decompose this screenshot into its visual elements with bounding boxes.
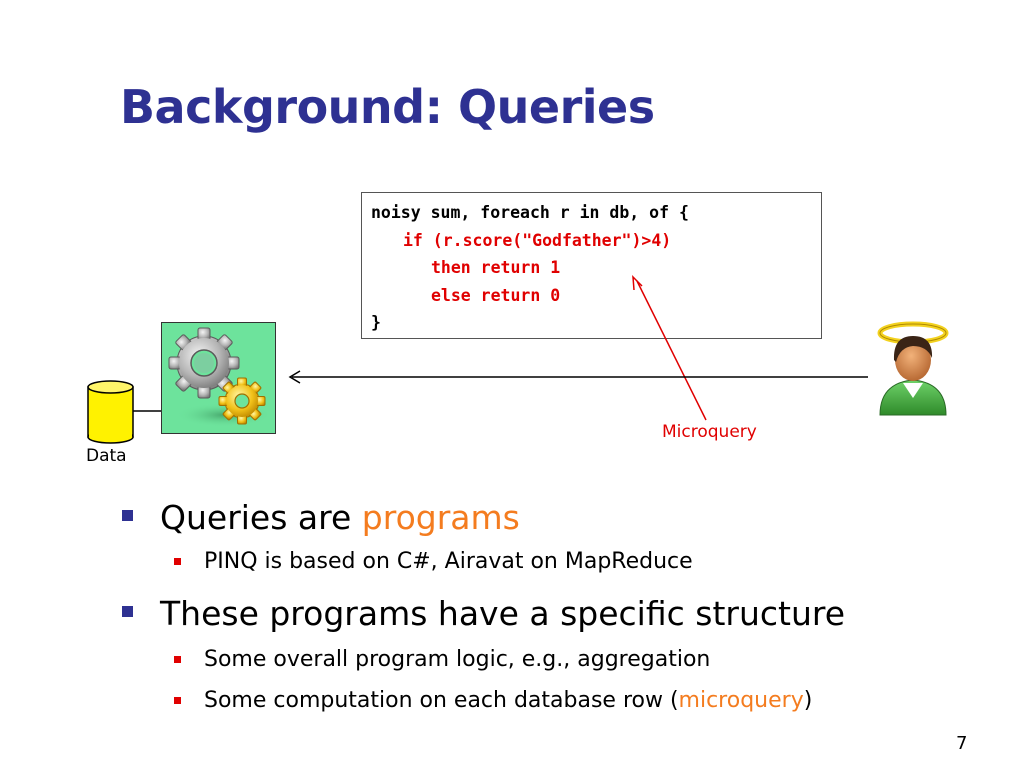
gears-icon [168, 327, 272, 427]
sub-bullet-marker [174, 656, 181, 663]
bullet-2-text: These programs have a specific structure [160, 594, 846, 633]
bullet-1-sub-1-text: PINQ is based on C#, Airavat on MapReduc… [204, 549, 693, 574]
bullet-2-sub-2-close: ) [803, 688, 813, 713]
bullet-1-highlight: programs [361, 498, 520, 537]
angel-user-icon [877, 321, 949, 416]
code-line-4: else return 0 [431, 285, 561, 305]
gear-box [161, 322, 276, 434]
code-box: noisy sum, foreach r in db, of { if (r.s… [361, 192, 822, 339]
bullet-marker [122, 510, 133, 521]
bullet-2-sub-2-text: Some computation on each database row ( [204, 688, 679, 713]
slide-title: Background: Queries [120, 80, 655, 134]
code-line-5: } [371, 313, 381, 332]
code-line-3: then return 1 [431, 258, 561, 277]
bullet-1-text: Queries are [160, 498, 362, 537]
microquery-label: Microquery [662, 422, 757, 442]
bullet-2-sub-2-highlight: microquery [678, 688, 804, 713]
code-line-2: if (r.score("Godfather")>4) [403, 230, 672, 250]
bullet-marker [122, 606, 133, 617]
sub-bullet-marker [174, 697, 181, 704]
query-arrow [288, 370, 868, 384]
microquery-arrow [632, 275, 707, 421]
data-label: Data [86, 446, 127, 466]
database-icon [87, 380, 134, 444]
page-number: 7 [956, 733, 968, 754]
code-line-1: noisy sum, foreach r in db, of { [371, 203, 689, 222]
bullet-2-sub-1-text: Some overall program logic, e.g., aggreg… [204, 647, 711, 672]
sub-bullet-marker [174, 558, 181, 565]
